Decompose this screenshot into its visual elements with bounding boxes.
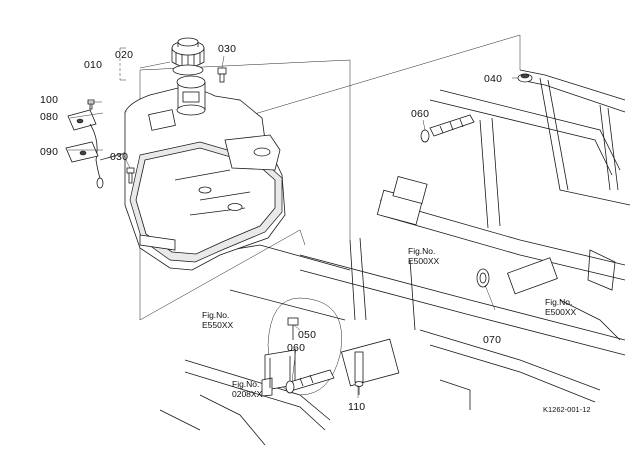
grommet-040 xyxy=(517,73,533,83)
clamp-060-lower xyxy=(285,369,335,394)
callout-030-left: 030 xyxy=(110,151,128,163)
hose-clip-050 xyxy=(287,317,299,340)
assembly-outline xyxy=(99,34,521,321)
callout-110: 110 xyxy=(348,401,365,413)
fig-ref-center-line1: Fig.No. xyxy=(408,246,435,256)
detail-ring xyxy=(267,297,342,396)
fig-ref-left-line2: E550XX xyxy=(202,320,234,330)
leader-lines xyxy=(68,47,518,398)
fig-ref-bottom-line1: Fig.No. xyxy=(232,379,259,389)
bracket-110 xyxy=(354,351,364,395)
callout-080: 080 xyxy=(40,111,58,123)
callout-100: 100 xyxy=(40,94,58,106)
bushing-070 xyxy=(476,268,490,288)
drawing-code: K1262-001-12 xyxy=(543,405,591,414)
callout-010: 010 xyxy=(84,59,102,71)
chassis-frame xyxy=(159,69,630,446)
fig-ref-right-line2: E500XX xyxy=(545,307,577,317)
clamp-060-upper xyxy=(420,114,475,143)
callout-040: 040 xyxy=(484,73,502,85)
fuel-cap xyxy=(171,37,205,76)
callout-060-upper: 060 xyxy=(411,108,429,120)
fig-ref-right-line1: Fig.No. xyxy=(545,297,572,307)
fuel-tank xyxy=(124,75,286,271)
bolt-030-top xyxy=(217,67,227,83)
callout-050: 050 xyxy=(298,329,316,341)
fig-ref-bottom-line2: 0208XX xyxy=(232,389,263,399)
fuel-filter xyxy=(261,349,296,397)
fig-ref-left-line1: Fig.No. xyxy=(202,310,229,320)
bolt-030-left xyxy=(126,167,135,184)
screw-100 xyxy=(87,99,95,110)
callout-090: 090 xyxy=(40,146,58,158)
callout-020: 020 xyxy=(115,49,133,61)
fig-ref-center-line2: E500XX xyxy=(408,256,440,266)
callout-030-top: 030 xyxy=(218,43,236,55)
plate-090 xyxy=(65,141,99,163)
callout-070: 070 xyxy=(483,334,501,346)
callout-060-lower: 060 xyxy=(287,342,305,354)
